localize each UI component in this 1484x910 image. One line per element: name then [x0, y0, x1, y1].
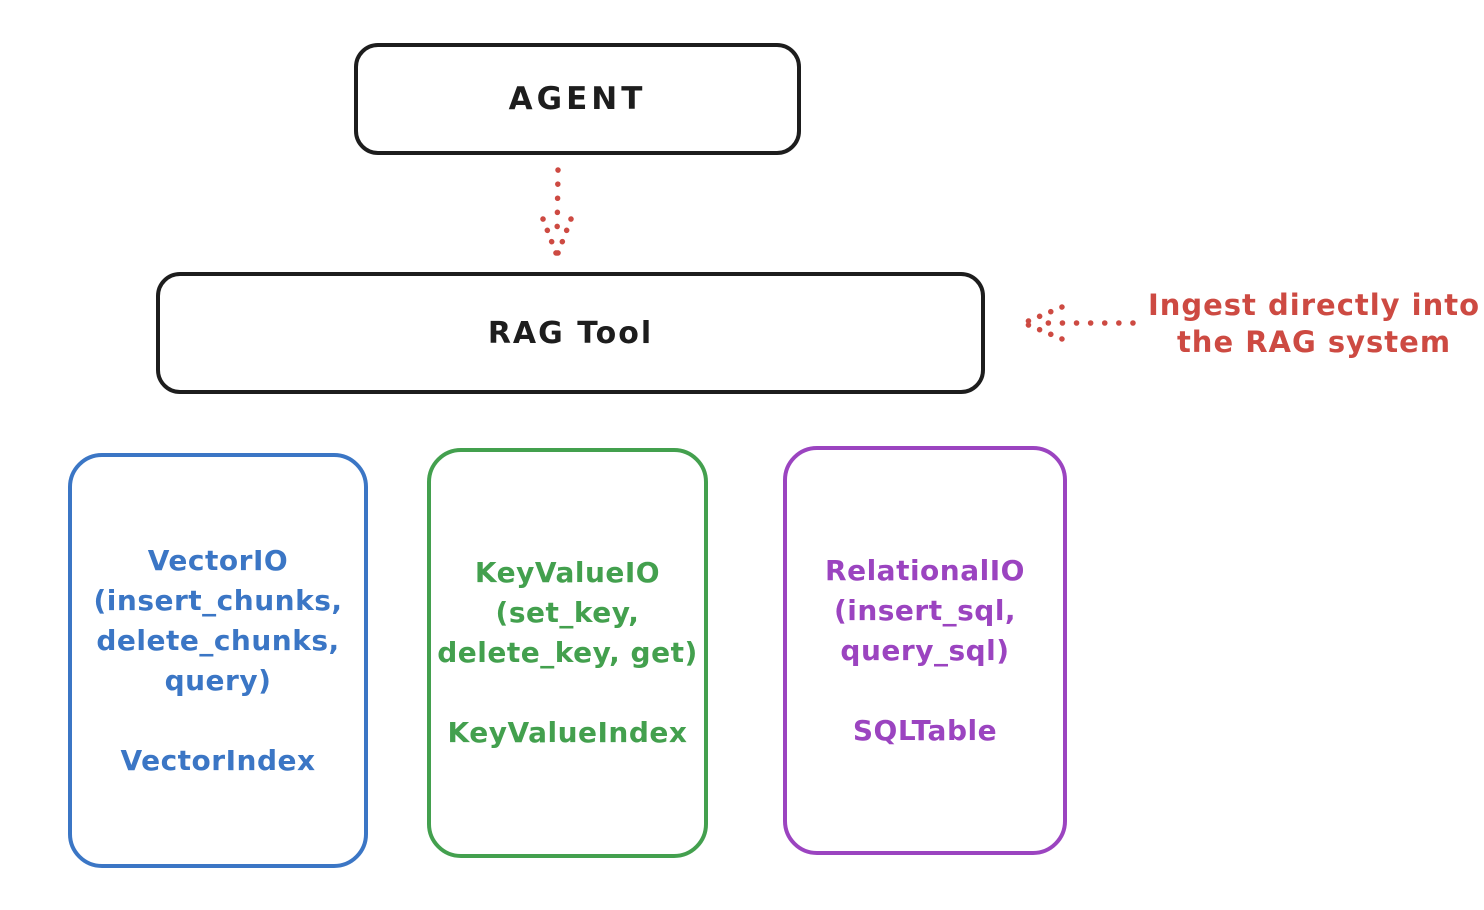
ingest-annotation-line2: the RAG system: [1176, 325, 1452, 359]
rag-tool-box: RAG Tool: [156, 272, 985, 394]
agent-label: AGENT: [508, 81, 647, 117]
vector-io-method-line: query): [164, 663, 272, 697]
dotted-arrow-left-icon: [1023, 304, 1136, 342]
keyvalue-io-box: KeyValueIO (set_key, delete_key, get) Ke…: [427, 448, 708, 858]
keyvalue-io-method-line: (set_key,: [495, 596, 640, 629]
relational-io-title: RelationalIO: [825, 553, 1025, 587]
keyvalue-index-label: KeyValueIndex: [447, 716, 688, 749]
ingest-annotation-line1: Ingest directly into: [1147, 288, 1481, 322]
vector-io-title: VectorIO: [147, 543, 289, 577]
keyvalue-io-title: KeyValueIO: [474, 556, 661, 589]
relational-io-box: RelationalIO (insert_sql, query_sql) SQL…: [783, 446, 1067, 855]
vector-io-method-line: (insert_chunks,: [93, 583, 343, 617]
relational-io-method-line: query_sql): [840, 633, 1010, 667]
agent-box: AGENT: [354, 43, 801, 155]
keyvalue-io-method-line: delete_key, get): [437, 636, 698, 669]
sql-table-label: SQLTable: [852, 713, 998, 747]
vector-index-label: VectorIndex: [120, 743, 316, 777]
vector-io-box: VectorIO (insert_chunks, delete_chunks, …: [68, 453, 368, 868]
dotted-arrow-down-icon: [540, 167, 574, 256]
relational-io-method-line: (insert_sql,: [833, 593, 1017, 627]
ingest-annotation: Ingest directly into the RAG system: [1141, 287, 1484, 361]
vector-io-method-line: delete_chunks,: [96, 623, 340, 657]
rag-tool-label: RAG Tool: [487, 315, 654, 351]
